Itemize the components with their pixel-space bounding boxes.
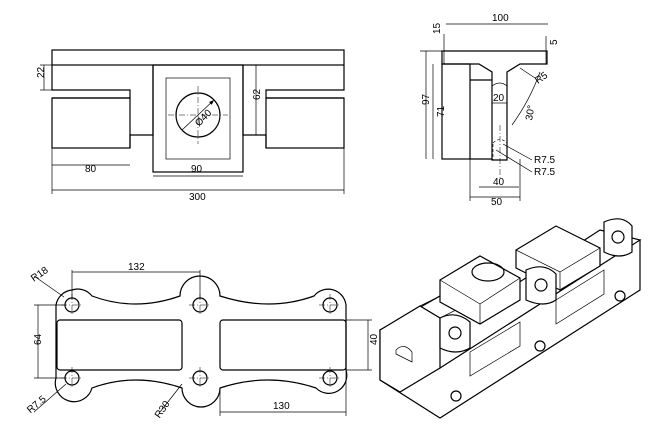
front-view: Ø40 22 62 80 90 300: [36, 49, 345, 203]
side-dim-30: 30°: [524, 104, 537, 121]
side-dim-40: 40: [493, 177, 505, 188]
iso-lug-hole: [611, 230, 625, 244]
top-right-window: [219, 319, 347, 371]
top-dim-40: 40: [369, 333, 380, 345]
side-slot: [491, 82, 508, 103]
side-dim-71: 71: [436, 105, 447, 117]
top-left-window: [56, 319, 183, 371]
front-dim-62: 62: [252, 88, 263, 100]
iso-lug: [439, 314, 471, 353]
top-hole-centerlines: [61, 294, 341, 389]
top-dim-132: 132: [128, 262, 145, 273]
side-dim-r5: R5: [533, 70, 550, 87]
iso-left-notch: [395, 346, 413, 363]
side-dim-leader: [519, 67, 536, 79]
side-dim-20: 20: [493, 93, 505, 104]
top-dim-leader: [33, 383, 67, 413]
front-top-plate: [51, 49, 345, 66]
iso-side-window: [469, 321, 521, 377]
top-dim-r30: R30: [153, 399, 173, 421]
front-left-slot: [51, 65, 131, 99]
side-dim-15: 15: [432, 22, 443, 34]
side-dim-97: 97: [421, 93, 432, 105]
iso-lug-hole: [448, 326, 462, 340]
front-dim-diameter: Ø40: [193, 107, 214, 128]
iso-bottom-hole: [450, 390, 462, 402]
top-dim-r18: R18: [29, 265, 51, 285]
front-left-block: [51, 97, 131, 149]
side-dim-leader: [495, 149, 533, 173]
iso-lug-hole: [534, 278, 548, 292]
side-dim-r75-b: R7.5: [534, 167, 556, 178]
top-dim-r75: R7.5: [25, 394, 49, 416]
front-right-block: [265, 97, 345, 149]
side-body: [441, 63, 471, 160]
top-dim-leader: [159, 383, 183, 413]
side-angle-arc: [511, 71, 541, 126]
front-diameter-leader: [181, 99, 215, 131]
side-dim-leader: [502, 143, 533, 161]
top-dim-130: 130: [273, 401, 290, 412]
side-dim-5: 5: [549, 39, 560, 45]
iso-lug: [525, 266, 557, 305]
isometric-view: [378, 218, 642, 419]
front-dim-80: 80: [85, 164, 97, 175]
top-outline: [54, 275, 348, 408]
front-right-slot: [265, 65, 345, 99]
side-dim-r75-a: R7.5: [534, 155, 556, 166]
front-dim-90: 90: [191, 164, 203, 175]
side-view: 100 15 5 R5 97 71 20 30° R7.5 R7.5 40: [420, 13, 560, 208]
side-dim-100: 100: [492, 13, 509, 24]
iso-bottom-hole: [614, 290, 626, 302]
front-dim-22: 22: [36, 66, 47, 78]
iso-side-window: [555, 269, 605, 325]
side-hidden-hole: [492, 139, 508, 161]
top-dim-64: 64: [33, 333, 44, 345]
iso-bore-hole: [471, 262, 505, 282]
top-dim-leader: [33, 275, 65, 298]
front-center-recess: [165, 77, 231, 160]
front-center-block: [152, 64, 244, 173]
side-dim-50: 50: [491, 197, 503, 208]
front-dim-300: 300: [189, 192, 206, 203]
iso-lug: [603, 218, 633, 257]
iso-bottom-hole: [534, 340, 546, 352]
top-view: R18 132 64 40 R7.5 R30 130: [25, 262, 380, 420]
iso-center-boss: [439, 255, 521, 325]
